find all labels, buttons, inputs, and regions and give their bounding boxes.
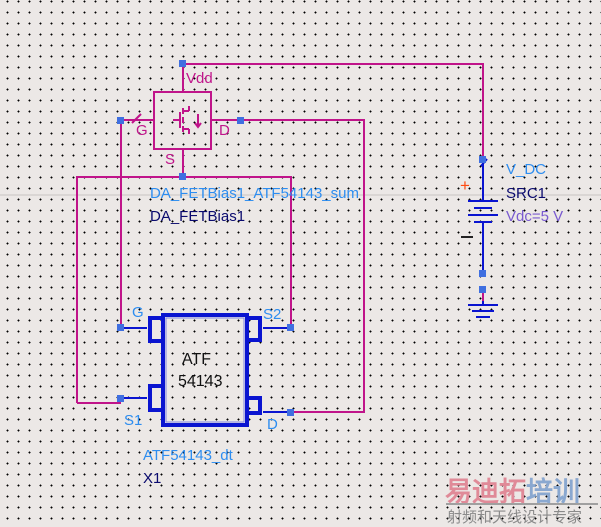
node-src-plus: [479, 156, 486, 163]
node-x1-g: [117, 324, 124, 331]
node-x1-s2: [287, 324, 294, 331]
x1-pin-d-label: D: [267, 416, 278, 433]
bias-pin-d-label: D: [219, 122, 230, 139]
x1-pin-g-label: G: [132, 304, 144, 321]
atf54143-symbol[interactable]: [121, 313, 291, 427]
bias-model-name[interactable]: DA_FETBias1_ATF54143_sum: [150, 185, 359, 202]
bias-block-symbol[interactable]: [124, 91, 241, 150]
package-body: [161, 313, 249, 427]
node-x1-s1: [117, 395, 124, 402]
node-gnd: [479, 286, 486, 293]
bias-instance-name[interactable]: DA_FETBias1: [150, 208, 246, 225]
node-markers: [117, 60, 486, 416]
watermark-divider: [446, 503, 598, 505]
pin-s2-tab: [247, 316, 262, 342]
ground-icon: [468, 304, 498, 318]
watermark-tagline: 射频和天线设计专家: [447, 508, 583, 526]
x1-pin-s1-label: S1: [124, 412, 143, 429]
source-type-label[interactable]: V_DC: [506, 161, 547, 178]
bias-pin-s-label: S: [165, 151, 176, 168]
package-label-line1: ATF: [182, 351, 212, 368]
plus-sign: +: [460, 176, 470, 195]
node-vdd: [179, 60, 186, 67]
node-src-minus: [479, 270, 486, 277]
x1-pin-s2-label: S2: [263, 306, 282, 323]
node-x1-d: [287, 409, 294, 416]
node-gate: [117, 117, 124, 124]
node-drain: [237, 117, 244, 124]
wire-vdd-to-source[interactable]: [183, 63, 484, 159]
pin-s1-tab: [148, 384, 163, 412]
package-label-line2: 54143: [178, 373, 223, 390]
source-instance-name[interactable]: SRC1: [506, 185, 547, 202]
x1-model-name[interactable]: ATF54143_dt: [143, 447, 233, 464]
pin-d-tab: [247, 396, 262, 415]
node-source: [179, 173, 186, 180]
wire-drain[interactable]: [241, 119, 365, 413]
watermark-brand-2: 培训: [526, 477, 580, 507]
bias-pin-vdd-label: Vdd: [186, 70, 213, 87]
watermark-brand-1: 易迪拓: [445, 477, 526, 507]
watermark-logo: 易迪拓培训: [445, 470, 580, 509]
source-vdc-param[interactable]: Vdc=5 V: [506, 208, 564, 225]
pin-g-tab: [148, 316, 163, 343]
fet-icon: [124, 106, 241, 134]
bias-pin-g-label: G: [136, 122, 148, 139]
x1-instance-name[interactable]: X1: [143, 470, 162, 487]
